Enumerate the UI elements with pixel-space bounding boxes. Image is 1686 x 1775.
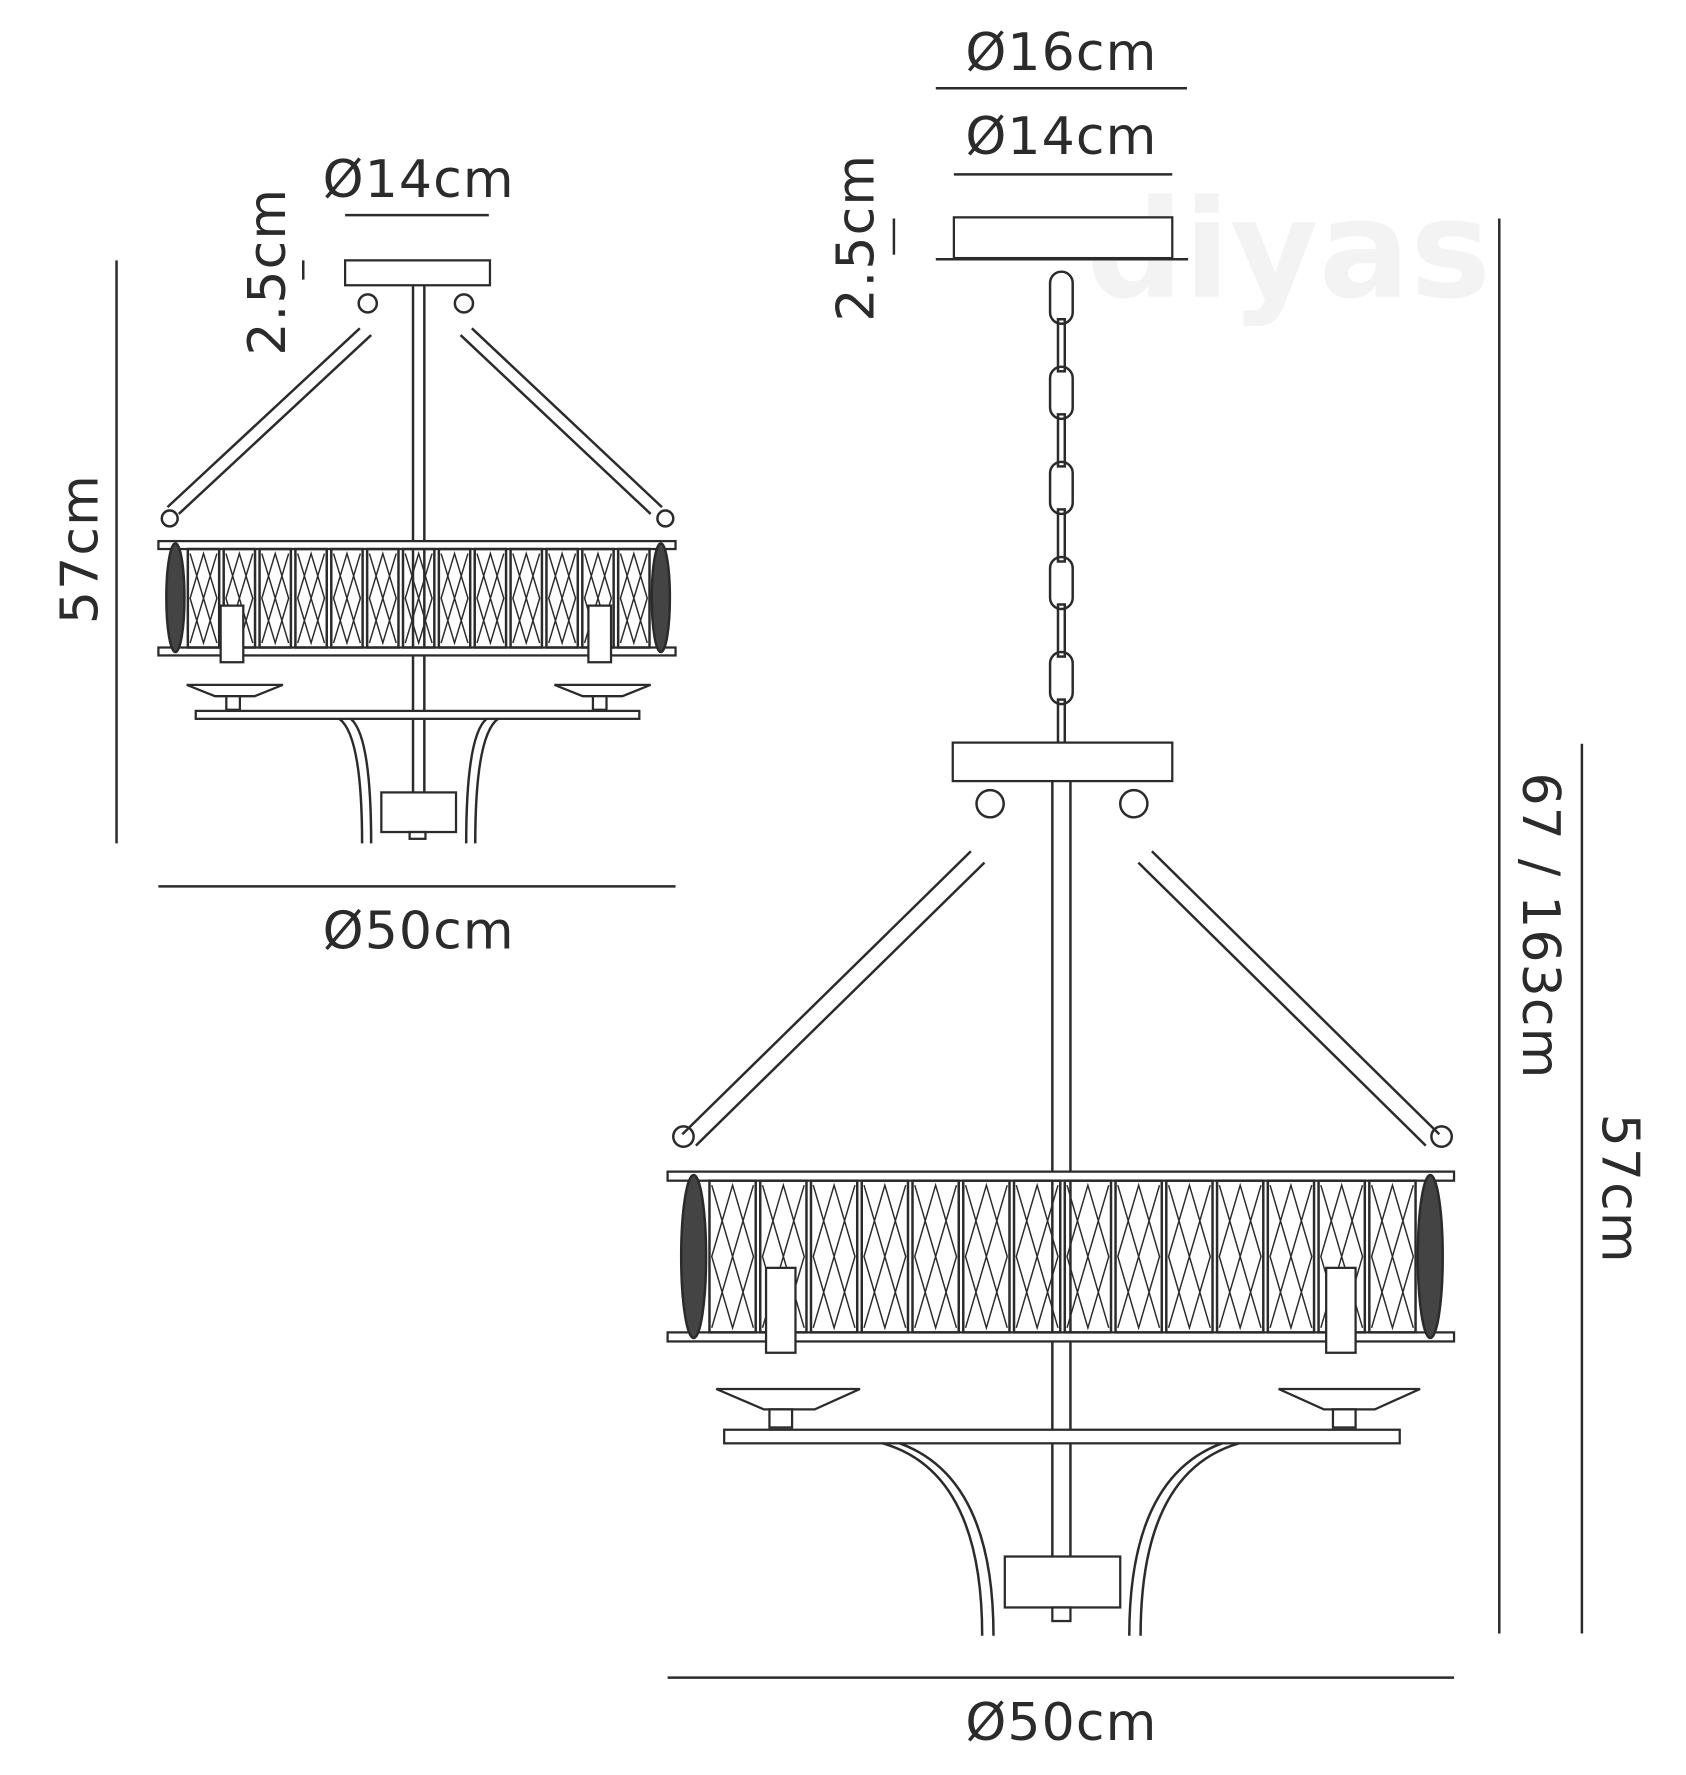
pendant-candles: [715, 1266, 1421, 1445]
pendant-diameter-label: Ø50cm: [965, 1693, 1157, 1753]
crystal-panel: [708, 1179, 757, 1334]
flush-bottom-finial: [380, 791, 458, 834]
crystal-panel: [186, 547, 221, 649]
crystal-panel: [1063, 1179, 1113, 1334]
crystal-panel: [962, 1179, 1011, 1334]
pendant-canopy-height-label: 2.5cm: [827, 154, 887, 322]
pendant-arms: [672, 788, 1454, 1148]
crystal-panel: [330, 547, 364, 649]
crystal-panel: [809, 1179, 859, 1334]
crystal-panel: [616, 547, 651, 649]
crystal-panel: [437, 547, 472, 649]
crystal-panel: [1368, 1179, 1417, 1334]
ceiling-plate: [952, 216, 1174, 260]
crystal-panel: [294, 547, 328, 649]
pendant-canopy: [951, 741, 1174, 783]
crystal-panel: [1266, 1179, 1316, 1334]
crystal-panel: [1012, 1179, 1062, 1334]
crystal-panel: [1165, 1179, 1214, 1334]
chain-link: [1056, 508, 1067, 563]
crystal-panel: [473, 547, 508, 649]
pendant-crystal-band: [666, 1170, 1456, 1343]
flush-canopy-diameter-label: Ø14cm: [323, 150, 515, 210]
crystal-panel: [365, 547, 400, 649]
chain-link: [1056, 317, 1067, 373]
ceiling-plate-diameter-label: Ø16cm: [965, 23, 1157, 83]
pendant-canopy-diameter-label: Ø14cm: [965, 107, 1157, 167]
chain-link: [1048, 365, 1074, 421]
crystal-panel: [1114, 1179, 1164, 1334]
flush-canopy: [343, 259, 492, 287]
pendant-view: Ø16cm Ø14cm 2.5cm: [666, 23, 1649, 1753]
flush-view: Ø14cm 2.5cm 57cm Ø50cm: [50, 150, 677, 962]
flush-candles: [186, 604, 652, 720]
flush-diameter-label: Ø50cm: [323, 902, 515, 962]
crystal-panel: [401, 547, 436, 649]
crystal-panel: [509, 547, 544, 649]
overall-height-label: 67 / 163cm: [1510, 773, 1570, 1080]
crystal-panel: [258, 547, 293, 649]
flush-canopy-height-label: 2.5cm: [238, 188, 298, 356]
chain-link: [1048, 460, 1074, 516]
body-height-label: 57cm: [1589, 1114, 1649, 1264]
chain-link: [1048, 650, 1074, 706]
chain-link: [1056, 603, 1067, 658]
crystal-panel: [1215, 1179, 1265, 1334]
crystal-panel: [911, 1179, 960, 1334]
chain-link: [1048, 555, 1074, 611]
crystal-panel: [545, 547, 580, 649]
chain-link: [1048, 270, 1074, 326]
pendant-bottom-finial: [1003, 1555, 1122, 1609]
flush-arms: [160, 293, 675, 528]
chain: [1048, 270, 1074, 753]
flush-height-label: 57cm: [50, 474, 110, 624]
crystal-panel: [860, 1179, 910, 1334]
chain-link: [1056, 413, 1067, 468]
